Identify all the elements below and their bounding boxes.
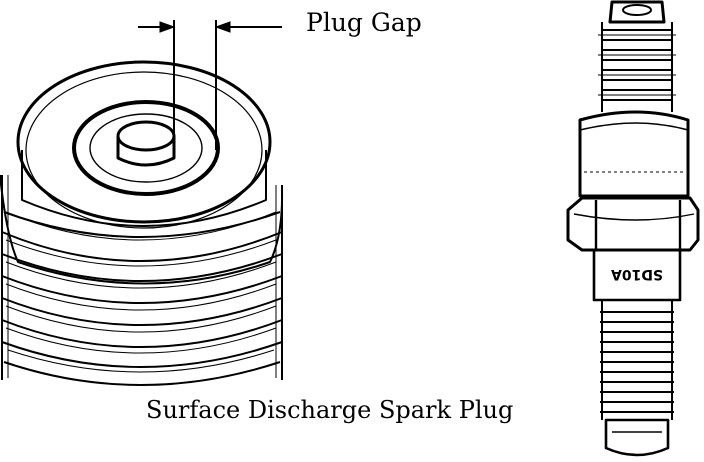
plug-tip	[604, 418, 670, 457]
center-electrode	[116, 120, 176, 167]
plug-gap-label: Plug Gap	[306, 8, 422, 37]
terminal-threads	[598, 22, 676, 112]
tip-closeup-illustration	[0, 60, 284, 386]
shell-threads	[600, 300, 674, 420]
insulator-body	[578, 110, 690, 198]
hex-shell	[566, 196, 700, 252]
figure-caption: Surface Discharge Spark Plug	[146, 396, 514, 424]
ground-electrode-ring	[72, 100, 220, 196]
plug-gap-dimension	[138, 20, 282, 150]
shell-top-face	[16, 60, 272, 224]
full-spark-plug-illustration	[566, 0, 700, 457]
thread-rings	[0, 174, 284, 386]
plug-part-number: SD10A	[611, 266, 664, 282]
